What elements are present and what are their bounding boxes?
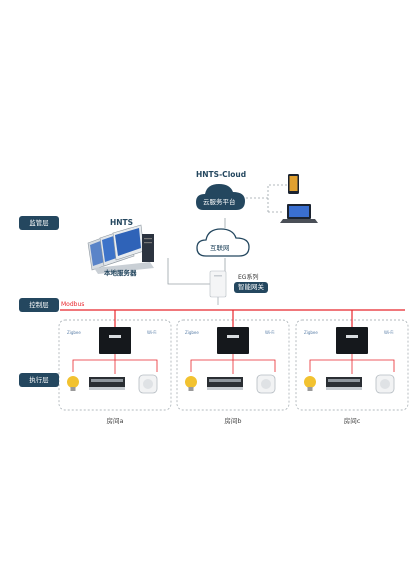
ac-unit-vent (209, 379, 241, 382)
light-bulb-icon (185, 376, 197, 388)
control-panel-icon (217, 327, 249, 354)
room-b: Zigbee Wi-Fi (176, 310, 290, 411)
wifi-badge: Wi-Fi (265, 330, 275, 335)
rooms-layer: Zigbee Wi-Fi Zigbee Wi-Fi Zigbee Wi-Fi (58, 310, 409, 411)
wifi-badge: Wi-Fi (384, 330, 394, 335)
gateway-label: 智能网关 (234, 282, 268, 293)
ac-unit-base (326, 387, 362, 390)
light-bulb-base (307, 387, 313, 391)
light-bulb-icon (304, 376, 316, 388)
gateway-device-icon (209, 270, 227, 305)
sensor-lens (261, 379, 271, 389)
server-title: HNTS (110, 218, 134, 227)
internet-label: 互联网 (210, 244, 230, 252)
server-label: 本地服务器 (104, 269, 137, 277)
smartphone-icon (288, 174, 299, 194)
light-bulb-base (70, 387, 76, 391)
room-label: 房间b (224, 417, 242, 425)
wifi-badge: Wi-Fi (147, 330, 157, 335)
cloud-platform-label: 云服务平台 (203, 198, 236, 206)
control-panel-display (227, 335, 239, 338)
layer-label-control: 控制层 (19, 298, 59, 312)
control-panel-icon (336, 327, 368, 354)
laptop-icon (280, 204, 318, 223)
sensor-lens (380, 379, 390, 389)
zigbee-badge: Zigbee (185, 330, 199, 335)
room-a: Zigbee Wi-Fi (58, 310, 172, 411)
ac-unit-base (89, 387, 125, 390)
zigbee-badge: Zigbee (67, 330, 81, 335)
control-panel-display (346, 335, 358, 338)
sensor-lens (143, 379, 153, 389)
room-label: 房间c (343, 417, 361, 425)
cloud-title: HNTS-Cloud (196, 170, 247, 179)
local-server-icon (87, 224, 154, 274)
control-panel-display (109, 335, 121, 338)
cloud-platform-icon (196, 184, 245, 210)
internet-cloud-icon (196, 228, 250, 257)
layer-label-execution: 执行层 (19, 373, 59, 387)
control-panel-icon (99, 327, 131, 354)
room-c: Zigbee Wi-Fi (295, 310, 409, 411)
zigbee-badge: Zigbee (304, 330, 318, 335)
modbus-label: Modbus (61, 301, 85, 308)
layer-label-monitoring: 监管层 (19, 216, 59, 230)
gateway-series: EG系列 (238, 274, 259, 281)
light-bulb-base (188, 387, 194, 391)
room-label: 房间a (106, 417, 124, 425)
ac-unit-vent (328, 379, 360, 382)
ac-unit-vent (91, 379, 123, 382)
server-to-gateway-line (167, 258, 210, 285)
light-bulb-icon (67, 376, 79, 388)
cloud-to-phone-line (246, 184, 287, 199)
ac-unit-base (207, 387, 243, 390)
